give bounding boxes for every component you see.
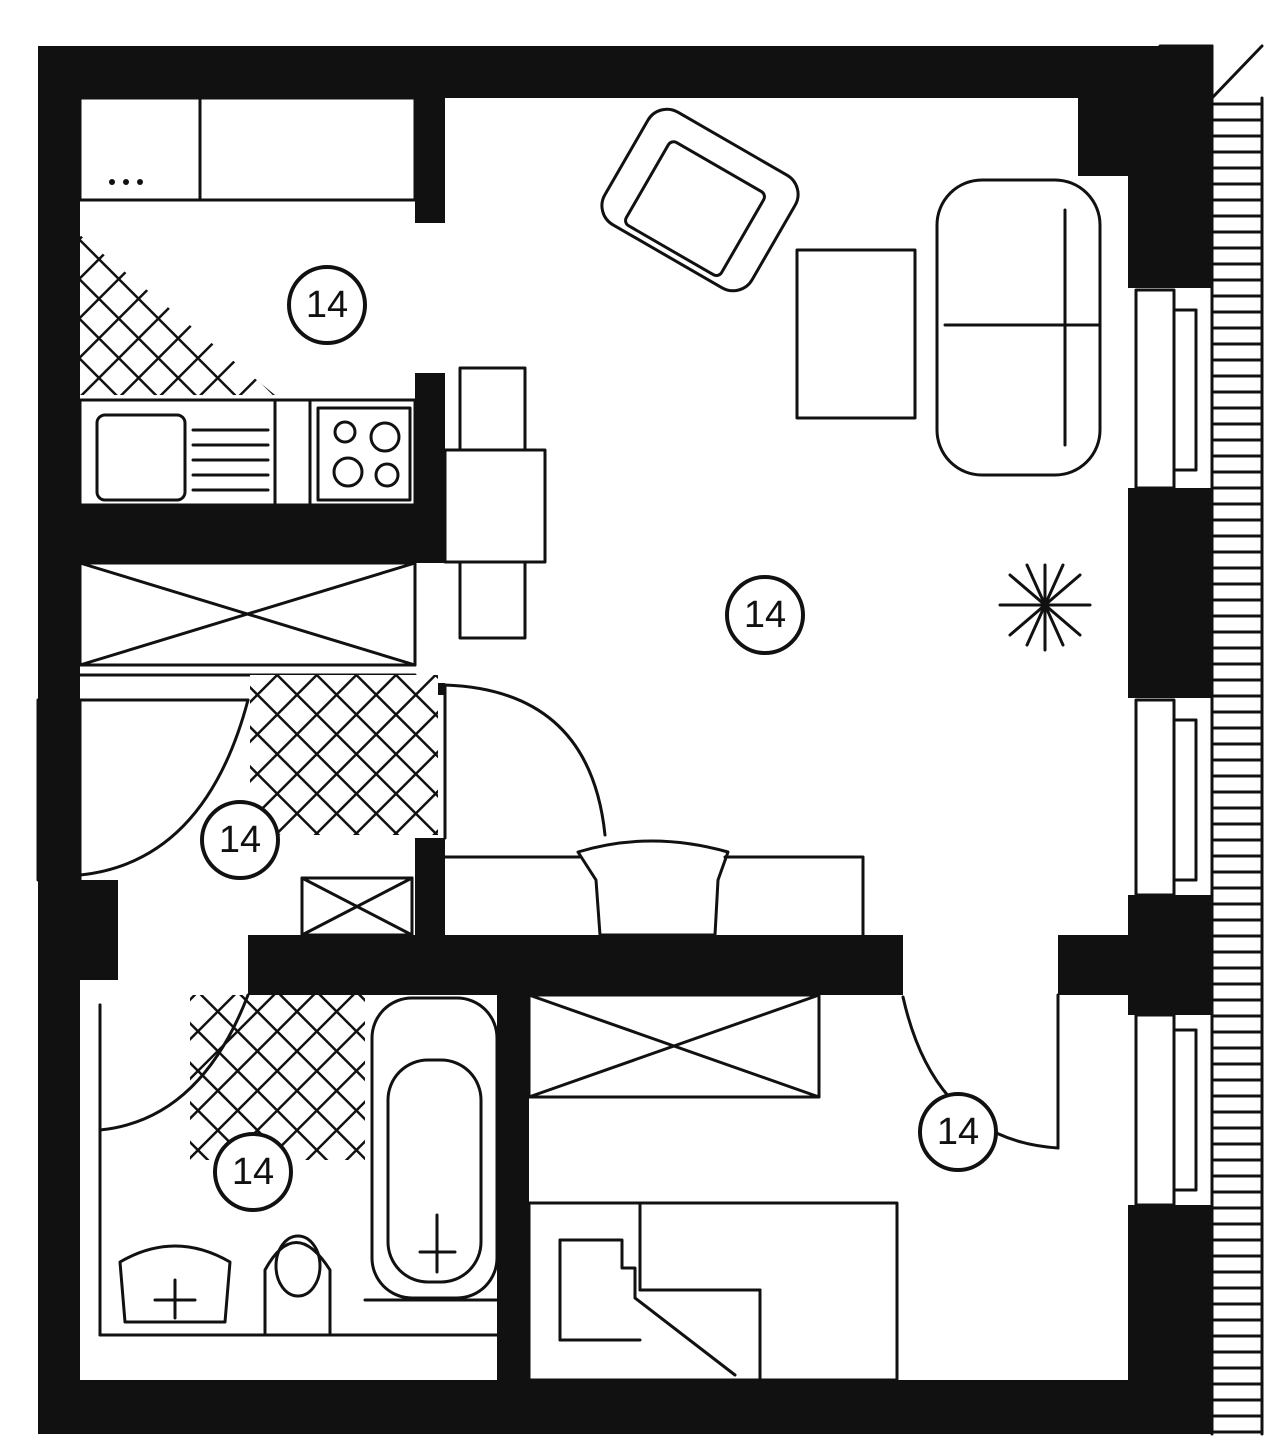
- svg-text:14: 14: [232, 1151, 274, 1193]
- hall-tile-floor: [250, 675, 438, 835]
- sofa: [935, 178, 1102, 477]
- shoe-cabinet: [300, 876, 414, 937]
- sink: [95, 413, 187, 502]
- svg-text:14: 14: [744, 594, 786, 636]
- dish-drainer: [191, 428, 270, 492]
- bathroom: [98, 993, 499, 1337]
- balcony-corner: [1158, 44, 1264, 100]
- houseplant: [998, 563, 1092, 652]
- room-label-hall: 14: [200, 800, 280, 880]
- hall-wardrobe: [78, 561, 417, 677]
- bedroom: [527, 993, 1060, 1382]
- toilet: [263, 1234, 332, 1337]
- exterior-walls: [38, 46, 1212, 1434]
- living-room: [443, 107, 1102, 937]
- room-label-kitchen: 14: [287, 265, 367, 345]
- dining-set: [443, 366, 547, 640]
- kitchen-tile-floor: [80, 235, 275, 395]
- armchair: [600, 107, 800, 293]
- interior-walls: [38, 98, 1212, 1380]
- washbasin: [118, 1244, 232, 1324]
- svg-text:14: 14: [306, 284, 348, 326]
- bathtub: [363, 996, 499, 1302]
- balcony-railing: [1210, 96, 1264, 1436]
- windows: [1134, 288, 1198, 1207]
- room-label-bath: 14: [213, 1132, 293, 1212]
- svg-text:14: 14: [219, 819, 261, 861]
- desk: [443, 839, 865, 937]
- bedroom-wardrobe: [527, 993, 821, 1099]
- coffee-table: [795, 248, 917, 420]
- living-door: [443, 683, 607, 840]
- bath-tile-floor: [190, 995, 365, 1160]
- room-label-living: 14: [725, 575, 805, 655]
- room-label-bedroom: 14: [918, 1092, 998, 1172]
- svg-text:14: 14: [937, 1111, 979, 1153]
- stove: [316, 406, 412, 502]
- bed: [527, 1201, 899, 1382]
- front-door: [36, 698, 250, 882]
